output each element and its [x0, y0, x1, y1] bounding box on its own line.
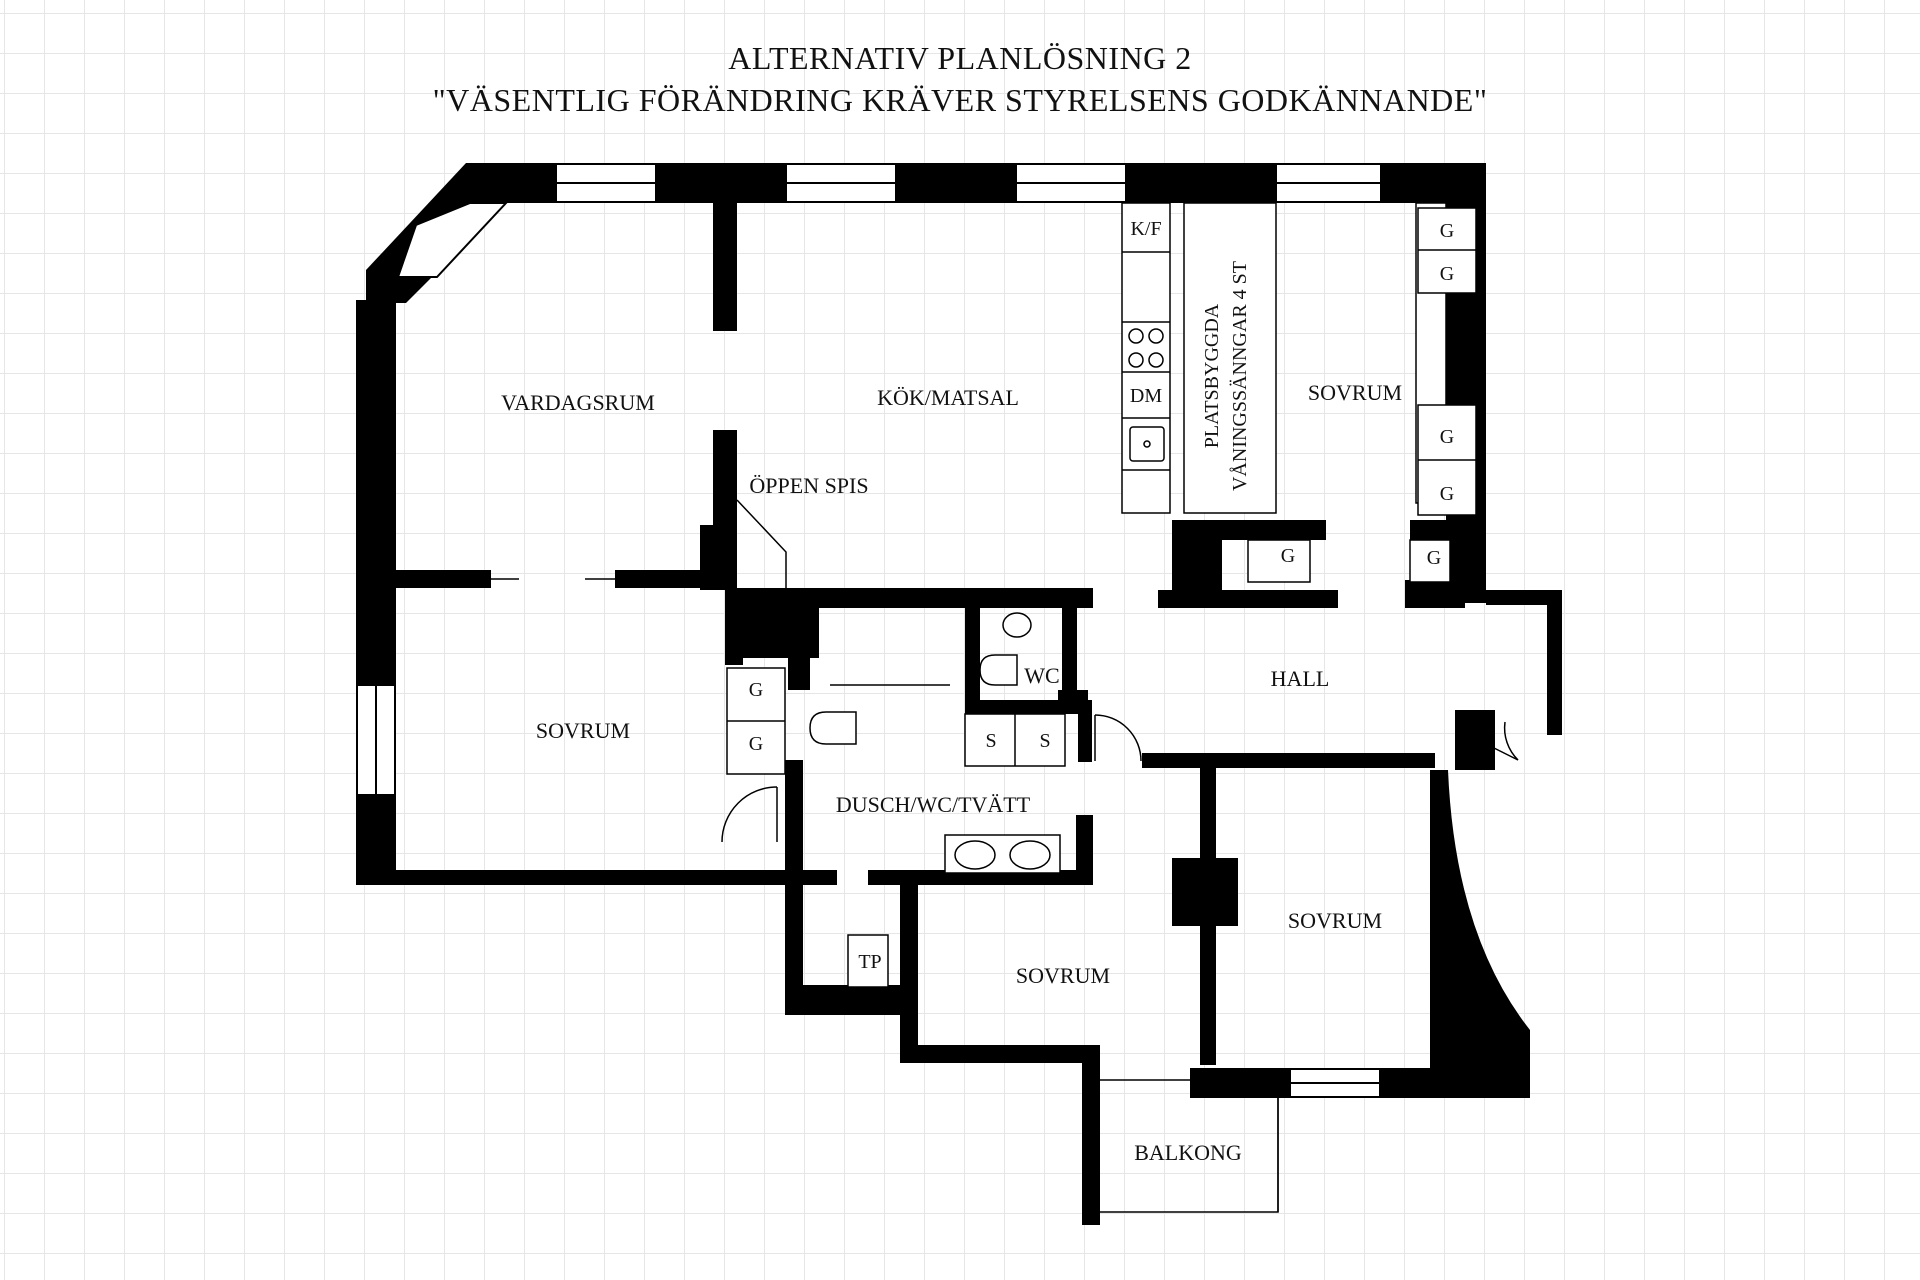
- fixture-labels: K/F DM PLATSBYGGDA VÅNINGSSÄNNGAR 4 ST G…: [749, 218, 1454, 973]
- label-wardrobe: G: [1440, 263, 1454, 285]
- label-bedroom-bottom-middle: SOVRUM: [1016, 963, 1110, 988]
- label-balcony: BALKONG: [1134, 1140, 1242, 1165]
- label-drying-cabinet: TP: [858, 951, 881, 973]
- label-wardrobe: G: [1440, 483, 1454, 505]
- label-bedroom-bottom-right: SOVRUM: [1288, 908, 1382, 933]
- windows: [356, 163, 1382, 1098]
- wardrobes: [726, 202, 1477, 988]
- plan-title: ALTERNATIV PLANLÖSNING 2: [728, 40, 1192, 76]
- label-wardrobe: G: [1440, 220, 1454, 242]
- plan-subtitle: "VÄSENTLIG FÖRÄNDRING KRÄVER STYRELSENS …: [432, 82, 1488, 118]
- label-dishwasher: DM: [1130, 385, 1162, 407]
- label-closet: S: [985, 730, 996, 752]
- exterior-walls: [356, 163, 1562, 1225]
- label-living-room: VARDAGSRUM: [501, 390, 655, 415]
- room-labels: VARDAGSRUM KÖK/MATSAL ÖPPEN SPIS SOVRUM …: [501, 380, 1402, 1165]
- label-fridge-freezer: K/F: [1130, 218, 1161, 240]
- label-wc: WC: [1024, 663, 1059, 688]
- label-bunks-line2: VÅNINGSSÄNNGAR 4 ST: [1228, 261, 1251, 491]
- label-bedroom-left: SOVRUM: [536, 718, 630, 743]
- label-wardrobe: G: [749, 679, 763, 701]
- interior-walls: [396, 203, 1465, 1065]
- label-wardrobe: G: [1281, 545, 1295, 567]
- label-wardrobe: G: [749, 733, 763, 755]
- label-wardrobe: G: [1440, 426, 1454, 448]
- label-fireplace: ÖPPEN SPIS: [749, 473, 868, 498]
- label-kitchen-dining: KÖK/MATSAL: [877, 385, 1019, 410]
- label-bedroom-top-right: SOVRUM: [1308, 380, 1402, 405]
- door-swings: [491, 499, 1519, 1225]
- label-bathroom: DUSCH/WC/TVÄTT: [836, 792, 1031, 817]
- label-wardrobe: G: [1427, 547, 1441, 569]
- kitchen-fixtures: [1121, 202, 1277, 514]
- bathroom-fixtures: [809, 612, 1061, 874]
- label-bunks-line1: PLATSBYGGDA: [1201, 303, 1223, 448]
- label-closet: S: [1039, 730, 1050, 752]
- label-hall: HALL: [1271, 666, 1330, 691]
